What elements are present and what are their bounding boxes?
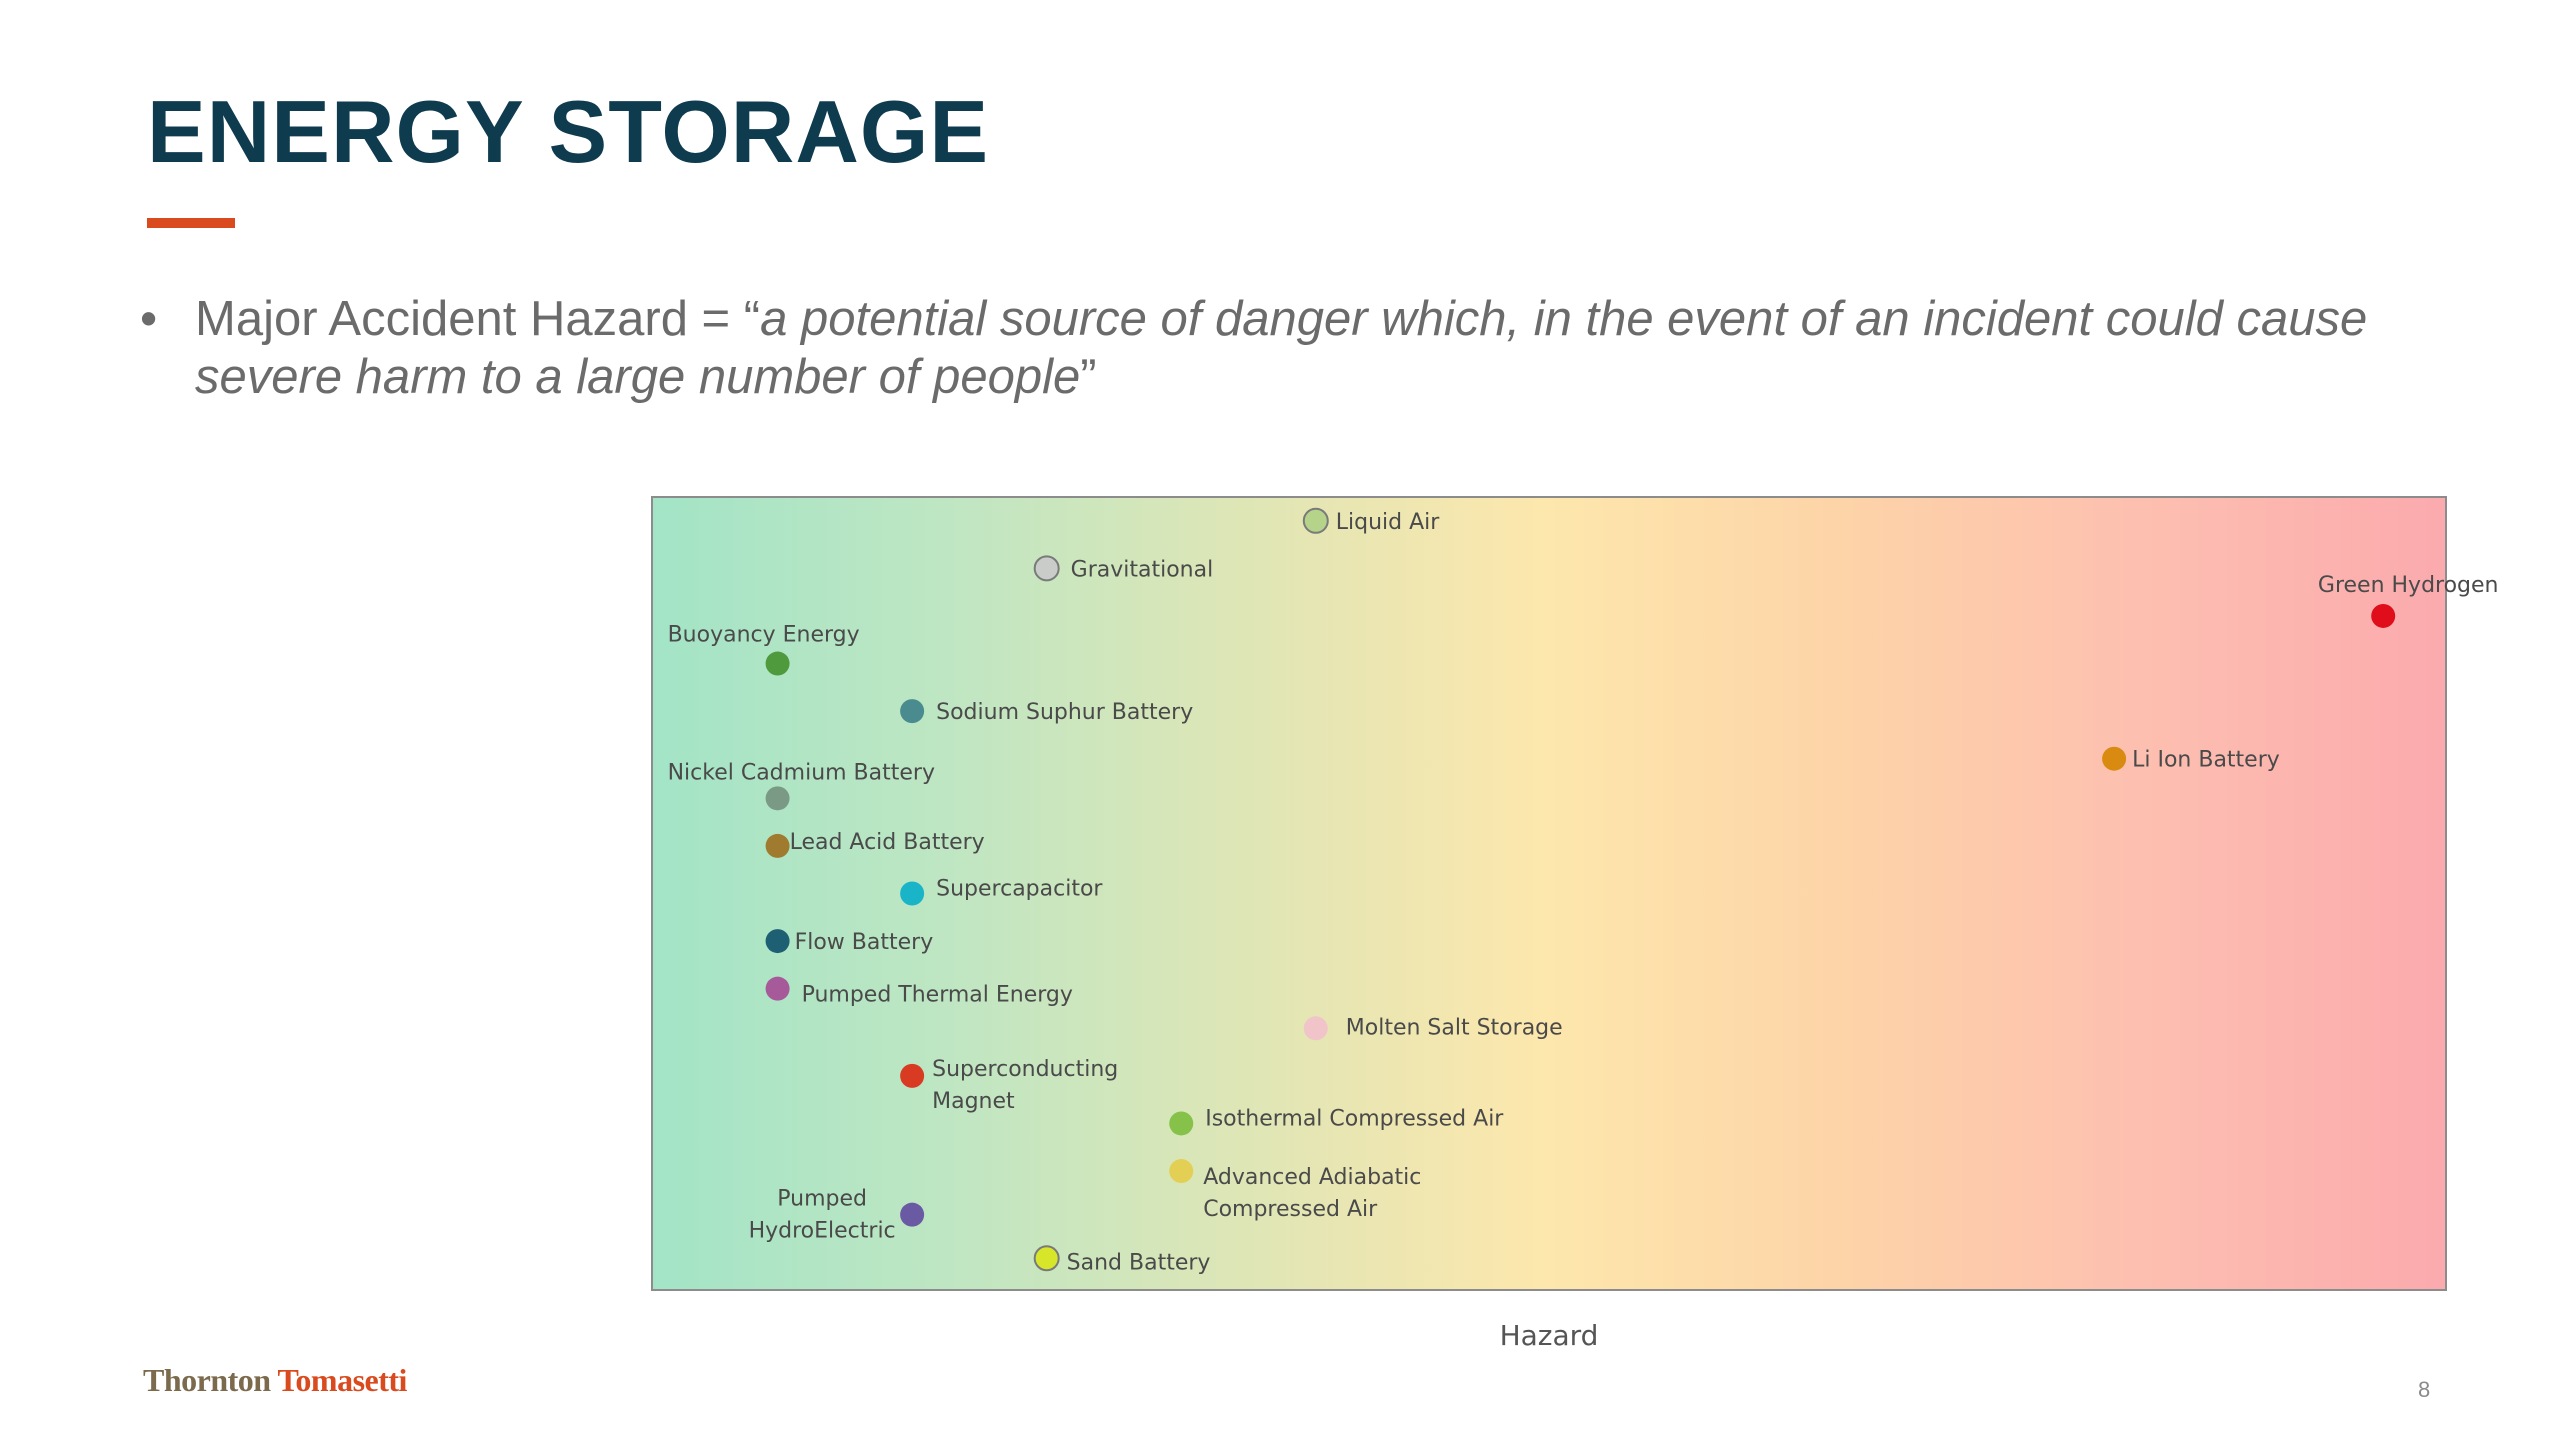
data-point-label: Nickel Cadmium Battery: [668, 760, 935, 785]
data-point-label: Buoyancy Energy: [668, 623, 860, 648]
data-point-label: Molten Salt Storage: [1346, 1015, 1563, 1040]
title-accent-rule: [147, 218, 235, 228]
data-point: [765, 929, 790, 954]
bullet-quote: a potential source of danger which, in t…: [195, 292, 2368, 404]
data-point-label: Pumped Thermal Energy: [802, 983, 1073, 1008]
logo-part1: Thornton: [143, 1362, 271, 1398]
data-point-label: Flow Battery: [795, 930, 934, 955]
page-number: 8: [2418, 1377, 2431, 1402]
data-point: [900, 699, 925, 724]
data-point: [1303, 1016, 1328, 1041]
data-point: [1169, 1159, 1194, 1184]
bullet-text: Major Accident Hazard = “a potential sou…: [195, 290, 2400, 406]
data-point: [1302, 507, 1329, 534]
data-point: [900, 1063, 925, 1088]
data-point: [1169, 1111, 1194, 1136]
data-point-label: Li Ion Battery: [2132, 748, 2280, 773]
data-point: [765, 786, 790, 811]
data-point-label: Isothermal Compressed Air: [1205, 1106, 1504, 1131]
data-point-label: Lead Acid Battery: [790, 830, 985, 855]
data-point-label: Liquid Air: [1336, 510, 1441, 535]
logo-part2: Tomasetti: [277, 1362, 408, 1398]
data-point-label: Sand Battery: [1067, 1250, 1211, 1275]
data-point: [2371, 603, 2396, 628]
x-axis-label: Hazard: [1500, 1319, 1599, 1352]
slide-title: ENERGY STORAGE: [147, 82, 990, 181]
data-point: [1033, 555, 1060, 582]
company-logo: Thornton Tomasetti: [143, 1362, 407, 1399]
data-point: [1033, 1245, 1060, 1272]
bullet-point: • Major Accident Hazard = “a potential s…: [140, 290, 2400, 406]
bullet-suffix: ”: [1080, 350, 1097, 404]
data-point-label: Supercapacitor: [936, 877, 1103, 902]
data-point-label: Gravitational: [1071, 557, 1214, 582]
data-point: [765, 833, 790, 858]
plot-area: [651, 496, 2447, 1291]
data-point: [2102, 746, 2127, 771]
data-point: [765, 976, 790, 1001]
data-point: [900, 881, 925, 906]
data-point: [900, 1202, 925, 1227]
data-point-label: Green Hydrogen: [2318, 573, 2499, 598]
bullet-prefix: Major Accident Hazard = “: [195, 292, 761, 346]
data-point-label: Sodium Suphur Battery: [936, 700, 1193, 725]
data-point: [765, 651, 790, 676]
bullet-dot-icon: •: [140, 292, 158, 346]
